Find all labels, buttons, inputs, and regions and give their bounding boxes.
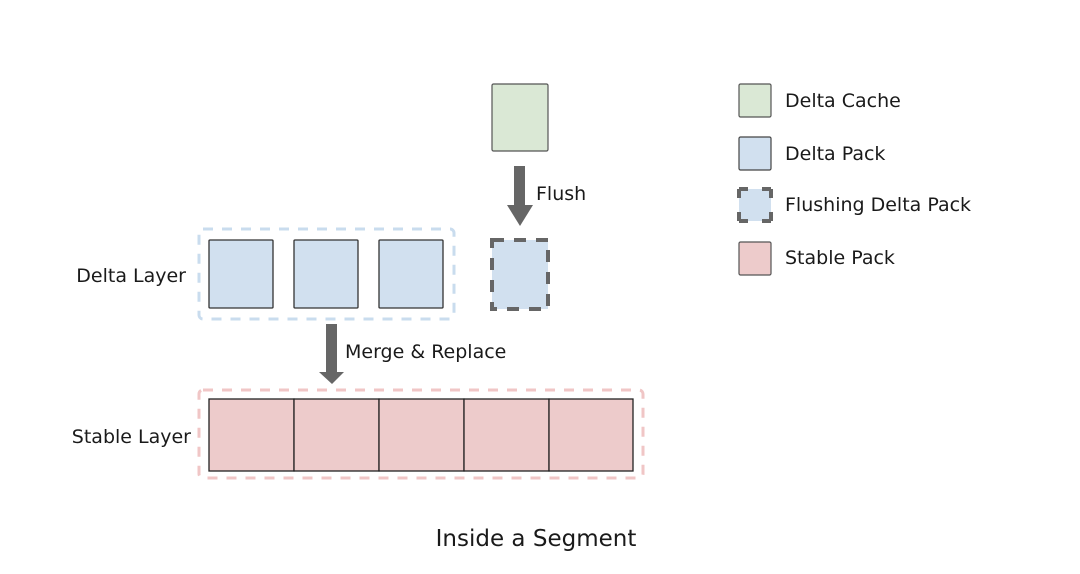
delta-layer-label: Delta Layer	[76, 265, 186, 287]
stable-layer-label: Stable Layer	[72, 426, 191, 448]
merge-arrow	[319, 324, 344, 384]
flushing-delta-pack	[490, 238, 550, 311]
legend-swatch-stable-pack	[738, 241, 772, 276]
legend-swatch-delta-pack	[738, 136, 772, 171]
stable-pack	[378, 398, 465, 472]
legend-label-flushing-delta-pack: Flushing Delta Pack	[785, 194, 971, 216]
legend-label-delta-pack: Delta Pack	[785, 143, 885, 165]
legend-swatch-delta-cache	[738, 83, 772, 118]
stable-pack	[293, 398, 380, 472]
diagram-title: Inside a Segment	[436, 526, 637, 552]
delta-pack	[293, 239, 359, 309]
stable-packs	[208, 398, 634, 472]
delta-pack	[208, 239, 274, 309]
legend-label-stable-pack: Stable Pack	[785, 247, 895, 269]
legend-label-delta-cache: Delta Cache	[785, 90, 901, 112]
merge-label: Merge & Replace	[345, 341, 506, 363]
delta-cache-box	[491, 83, 549, 152]
legend-swatch-flushing-delta-pack	[737, 187, 773, 223]
stable-pack	[208, 398, 295, 472]
stable-layer-outline	[197, 388, 645, 480]
flush-arrow	[507, 166, 533, 226]
stable-pack	[463, 398, 550, 472]
stable-pack	[548, 398, 634, 472]
delta-layer-outline	[197, 227, 456, 321]
legend: Delta Cache Delta Pack Flushing Delta Pa…	[737, 83, 971, 276]
delta-pack	[378, 239, 444, 309]
flush-label: Flush	[536, 183, 586, 205]
delta-packs	[208, 239, 444, 309]
